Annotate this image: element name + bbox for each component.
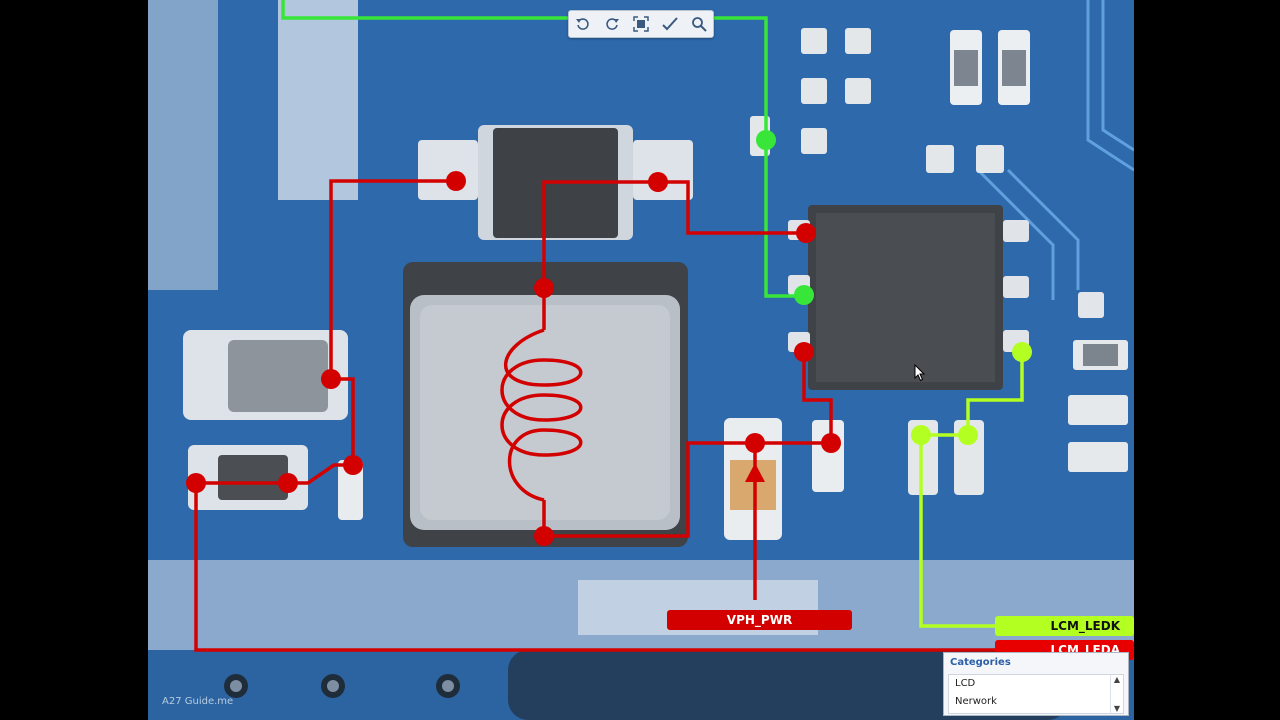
lcm-ledk-label[interactable]: LCM_LEDK <box>995 616 1134 636</box>
categories-title: Categories <box>950 657 1011 668</box>
rotate-left-button[interactable] <box>572 13 594 35</box>
chevron-down-icon[interactable]: ▼ <box>1113 704 1121 713</box>
category-item[interactable]: LCD <box>955 678 976 689</box>
categories-list[interactable]: LCD Nerwork ▲ ▼ <box>948 674 1124 714</box>
rotate-right-button[interactable] <box>601 13 623 35</box>
watermark: A27 Guide.me <box>162 696 234 707</box>
board-viewer[interactable]: VPH_PWR LCM_LEDK LCM_LEDA A27 Guide.me C… <box>148 0 1134 720</box>
categories-scrollbar[interactable]: ▲ ▼ <box>1110 675 1123 713</box>
fit-screen-icon <box>633 16 649 32</box>
vph-pwr-label[interactable]: VPH_PWR <box>667 610 852 630</box>
search-icon <box>691 17 707 32</box>
category-item[interactable]: Nerwork <box>955 696 997 707</box>
chevron-up-icon[interactable]: ▲ <box>1113 675 1121 684</box>
net-green-trace <box>281 0 806 298</box>
mouse-cursor-icon <box>914 364 926 382</box>
fit-screen-button[interactable] <box>630 13 652 35</box>
categories-panel: Categories LCD Nerwork ▲ ▼ <box>943 652 1129 716</box>
rotate-right-icon <box>606 18 620 30</box>
pcb-board-image <box>148 0 1134 720</box>
viewer-toolbar <box>568 10 714 38</box>
search-button[interactable] <box>688 13 710 35</box>
check-pen-icon <box>662 17 678 31</box>
rotate-left-icon <box>576 18 590 30</box>
select-tool-button[interactable] <box>659 13 681 35</box>
